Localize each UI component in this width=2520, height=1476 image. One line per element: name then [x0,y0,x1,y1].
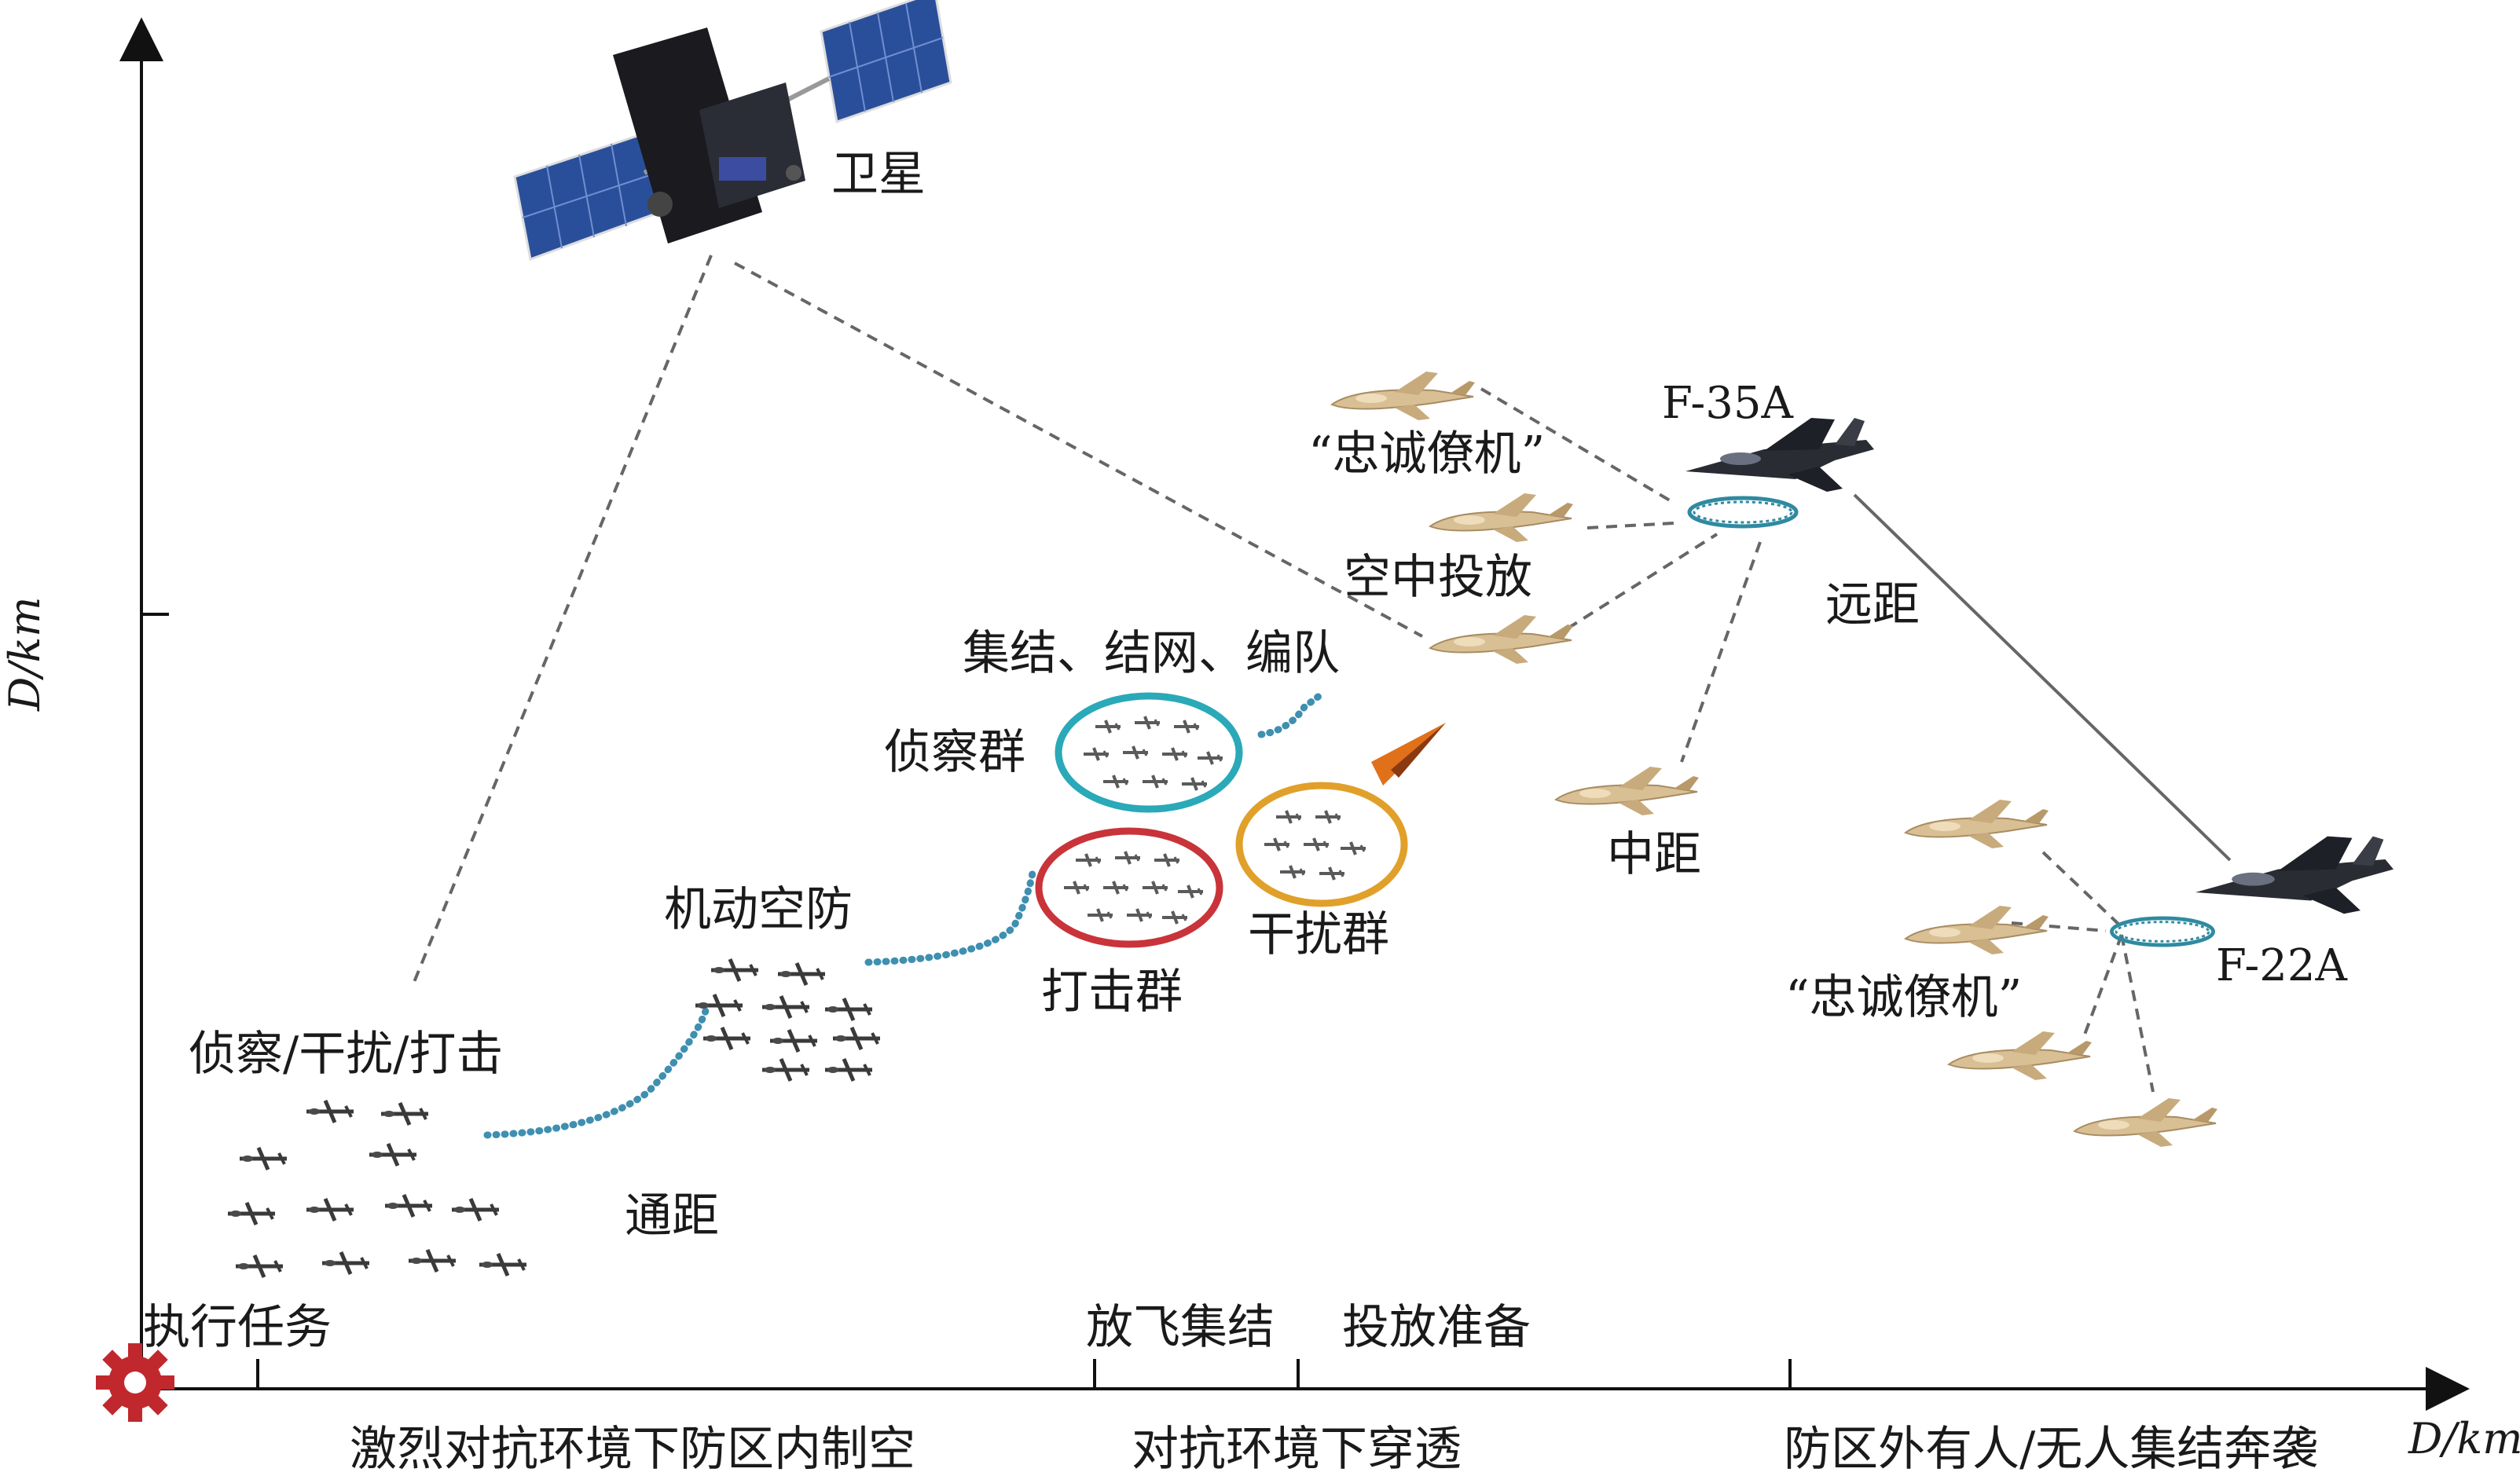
f35a-label: F-35A [1662,378,1794,429]
y-axis-label: D/km [0,597,50,712]
assemble-network-formation-label: 集结、结网、编队 [963,626,1340,681]
f35-f22-link [1853,493,2232,862]
strike-group-ring [1035,827,1223,948]
satellite-links [411,255,1423,987]
drone-swarm-icon-execute [228,1101,526,1277]
loyal-wingman-label-top: “忠诚僚机” [1308,427,1545,482]
recon-group-label: 侦察群 [884,725,1025,780]
f22a-links [2011,851,2155,1093]
f35a-fighter-jet-icon [1686,418,1874,492]
axis-labels: D/km D/km 执行任务 放飞集结 投放准备 激烈对抗环境下防区内制空 对抗… [0,597,2520,1476]
long-range-label: 远距 [1825,577,1920,632]
f35a-datalink-ring [1689,498,1796,526]
satellite-label: 卫星 [831,147,926,202]
mobile-air-defense-label: 机动空防 [664,882,853,937]
mid-range-label: 中距 [1607,827,1701,882]
comm-range-label: 通距 [625,1188,719,1243]
f22a-fighter-jet-icon [2195,836,2393,914]
air-launch-label: 空中投放 [1344,550,1532,605]
jam-group-ring [1235,782,1408,907]
jam-group-label: 干扰群 [1248,907,1389,962]
missile-icon [1371,723,1446,786]
tick-label-launch-assemble: 放飞集结 [1086,1300,1275,1355]
loyal-wingman-label-bottom: “忠诚僚机” [1785,970,2022,1025]
phase-label-1: 激烈对抗环境下防区内制空 [350,1422,915,1476]
drone-swarm-icon-mobile-air-defense [695,959,880,1081]
axes [119,17,2470,1411]
swarm-datalinks [483,691,1324,1139]
strike-group-label: 打击群 [1041,965,1183,1020]
tick-label-execute-mission: 执行任务 [143,1300,332,1355]
x-axis-label: D/km [2408,1414,2520,1463]
phase-label-3: 防区外有人/无人集结奔袭 [1784,1422,2318,1476]
f22a-label: F-22A [2216,940,2348,991]
tick-label-launch-prepare: 投放准备 [1342,1300,1531,1355]
f22a-datalink-ring [2111,918,2213,945]
recon-jam-strike-label: 侦察/干扰/打击 [189,1027,503,1082]
satellite-icon [513,0,952,262]
f35a-links [1480,387,1762,763]
gear-icon [96,1343,174,1422]
recon-group-ring [1055,692,1243,813]
diagram-labels: 卫星 F-35A “忠诚僚机” 空中投放 远距 中距 集结、结网、编队 侦察群 … [189,147,2348,1243]
phase-label-2: 对抗环境下穿透 [1132,1422,1462,1476]
